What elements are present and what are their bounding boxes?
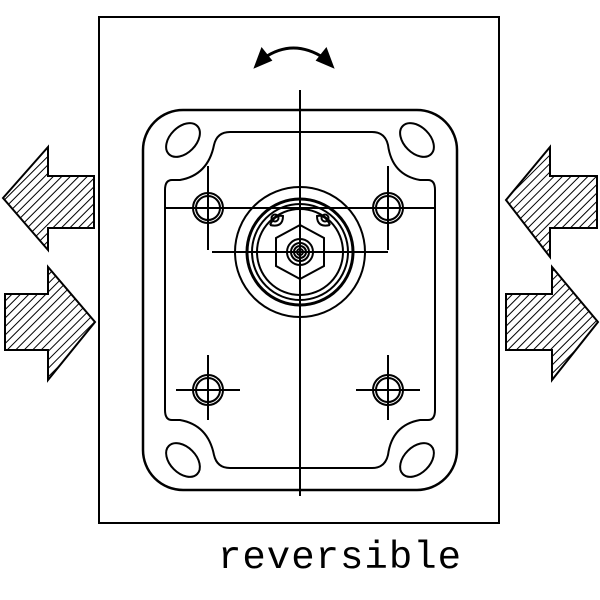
reversible-caption: reversible: [218, 536, 463, 580]
rotation-arrow-icon: [253, 46, 335, 69]
slot-bottom-right: [399, 442, 435, 478]
arrow-right-inlet-right-icon: [505, 264, 600, 383]
arrow-left-outlet-icon: [1, 144, 95, 253]
arrow-left-outlet-right-icon: [504, 144, 598, 260]
center-lines: [166, 90, 434, 496]
inner-contour: [164, 131, 436, 469]
slot-bottom-left: [165, 442, 201, 478]
arrow-right-inlet-icon: [4, 264, 97, 383]
outer-frame: [98, 16, 500, 524]
slot-top-left: [165, 122, 201, 158]
slot-top-right: [399, 122, 435, 158]
